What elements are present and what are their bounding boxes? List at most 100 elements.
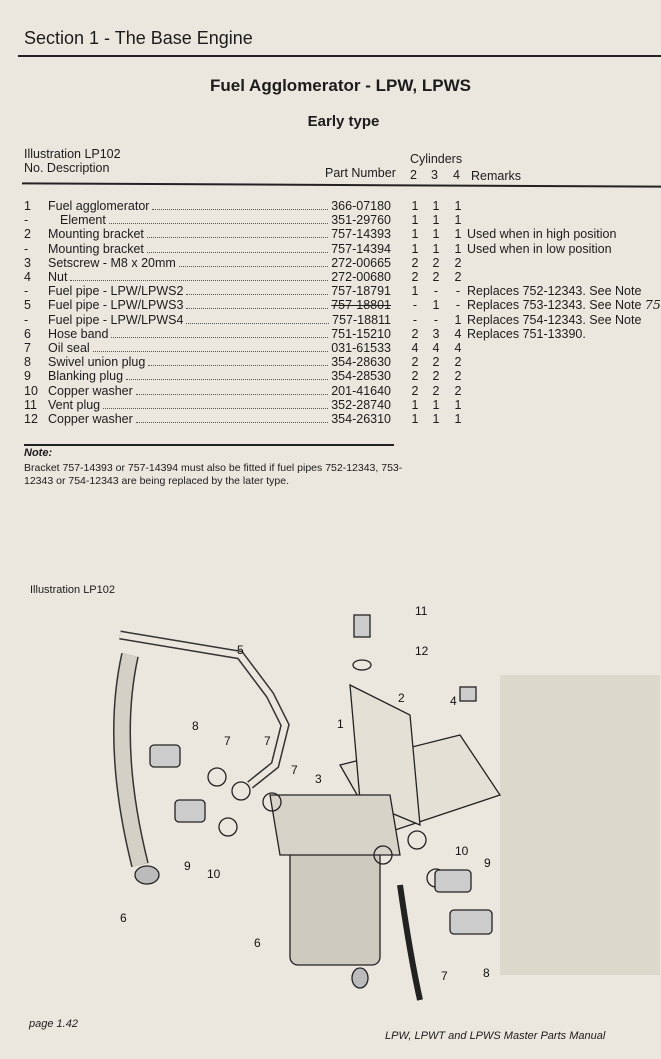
qty-3cyl: 2 (432, 369, 440, 384)
part-number: 757-18811 (332, 312, 391, 327)
part-number: 757-18791 (331, 284, 391, 299)
callout-label: 3 (315, 772, 322, 786)
illustration-label: Illustration LP102 (30, 584, 115, 596)
item-line: Hose band 751-15210 (48, 327, 391, 341)
remarks: Replaces 754-12343. See Note (467, 313, 641, 327)
item-line: Vent plug 352-28740 (48, 398, 391, 412)
item-line: Copper washer 354-26310 (48, 412, 391, 426)
item-description: Setscrew - M8 x 20mm (48, 255, 176, 270)
note-text: Bracket 757-14393 or 757-14394 must also… (24, 462, 403, 487)
item-number: - (24, 284, 29, 299)
qty-3cyl: - (433, 312, 439, 327)
callout-label: 9 (484, 856, 491, 870)
qty-3cyl: 1 (432, 227, 440, 242)
qty-4cyl: 2 (454, 369, 462, 384)
qty-2cyl: 2 (411, 255, 419, 270)
part-number: 757-18801 (331, 298, 391, 313)
leader-dots (146, 242, 329, 253)
table-row: - Fuel pipe - LPW/LPWS2 757-18791 1 - - … (24, 284, 661, 298)
qty-2cyl: 2 (411, 369, 419, 384)
item-description: Fuel pipe - LPW/LPWS3 (48, 298, 184, 313)
callout-label: 2 (398, 691, 405, 705)
part-number: 354-28530 (331, 369, 391, 384)
qty-2cyl: 1 (411, 412, 419, 426)
note-rule (24, 444, 394, 446)
col-cyl-2: 2 (410, 168, 417, 182)
item-description: Element (60, 213, 106, 228)
page-number: page 1.42 (29, 1018, 78, 1030)
callout-label: 11 (415, 604, 428, 618)
remarks: Replaces 752-12343. See Note (467, 284, 641, 298)
item-number: 11 (24, 397, 37, 412)
qty-4cyl: 1 (454, 412, 462, 426)
qty-4cyl: 4 (454, 341, 462, 355)
part-number: 352-28740 (331, 397, 391, 412)
qty-2cyl: 1 (411, 284, 419, 299)
qty-4cyl: 2 (454, 255, 462, 270)
qty-4cyl: 2 (454, 355, 462, 370)
callout-label: 7 (441, 969, 448, 983)
item-line: Copper washer 201-41640 (48, 384, 391, 398)
qty-2cyl: 2 (411, 383, 419, 398)
callout-label: 6 (254, 936, 261, 950)
remarks-text: Replaces 754-12343. See Note (467, 312, 642, 327)
item-number: 12 (24, 412, 38, 426)
table-row: 9 Blanking plug 354-28530 2 2 2 (24, 369, 661, 383)
qty-4cyl: 1 (454, 213, 462, 228)
qty-2cyl: 1 (411, 199, 419, 213)
item-number: - (24, 213, 29, 228)
qty-3cyl: 1 (432, 397, 440, 412)
qty-2cyl: 2 (411, 355, 419, 370)
item-number: 10 (24, 383, 38, 398)
part-number: 272-00665 (331, 255, 391, 270)
qty-3cyl: 1 (432, 298, 440, 313)
col-cyl-3: 3 (431, 168, 438, 182)
item-description: Copper washer (48, 412, 133, 426)
remarks-text: Replaces 753-12343. See Note (467, 298, 642, 313)
leader-dots (186, 298, 329, 310)
remarks-text: Used when in low position (467, 241, 612, 256)
item-line: Element 351-29760 (48, 213, 391, 227)
qty-4cyl: 2 (454, 383, 462, 398)
item-number: 6 (24, 326, 31, 341)
qty-3cyl: 1 (432, 412, 440, 426)
part-number: 757-14394 (331, 241, 391, 256)
col-part-number: Part Number (325, 166, 396, 180)
callout-label: 10 (207, 867, 221, 881)
qty-4cyl: 4 (454, 326, 462, 341)
table-row: 3 Setscrew - M8 x 20mm 272-00665 2 2 2 (24, 256, 661, 270)
qty-3cyl: 3 (432, 326, 440, 341)
qty-4cyl: 1 (454, 227, 462, 242)
table-row: 4 Nut 272-00680 2 2 2 (24, 270, 661, 284)
item-line: Mounting bracket 757-14394 (48, 242, 391, 256)
callout-label: 7 (264, 734, 271, 748)
part-number: 272-00680 (331, 270, 391, 284)
part-number: 366-07180 (331, 199, 391, 213)
leader-dots (152, 199, 329, 210)
table-row: - Element 351-29760 1 1 1 (24, 213, 661, 227)
item-number: 5 (24, 298, 31, 313)
callout-label: 7 (291, 763, 298, 777)
table-row: 11 Vent plug 352-28740 1 1 1 (24, 398, 661, 412)
qty-2cyl: 2 (411, 326, 419, 341)
item-description: Copper washer (48, 383, 133, 398)
col-cyl-4: 4 (453, 168, 460, 182)
table-row: 6 Hose band 751-15210 2 3 4 Replaces 751… (24, 327, 661, 341)
part-number: 201-41640 (331, 383, 391, 398)
callout-label: 12 (415, 644, 429, 658)
item-description: Vent plug (48, 397, 101, 412)
part-number: 031-61533 (331, 341, 391, 355)
table-row: 2 Mounting bracket 757-14393 1 1 1 Used … (24, 227, 661, 241)
qty-3cyl: 2 (432, 270, 440, 284)
handwritten-note: 75 (644, 297, 661, 313)
callout-label: 8 (483, 966, 490, 980)
qty-3cyl: 2 (432, 255, 440, 270)
item-line: Swivel union plug 354-28630 (48, 355, 391, 369)
callout-label: 4 (450, 694, 457, 708)
illustration-ref: Illustration LP102 (24, 147, 121, 161)
table-row: 7 Oil seal 031-61533 4 4 4 (24, 341, 661, 355)
qty-3cyl: 1 (432, 241, 440, 256)
qty-3cyl: - (433, 284, 439, 299)
item-number: 3 (24, 255, 31, 270)
